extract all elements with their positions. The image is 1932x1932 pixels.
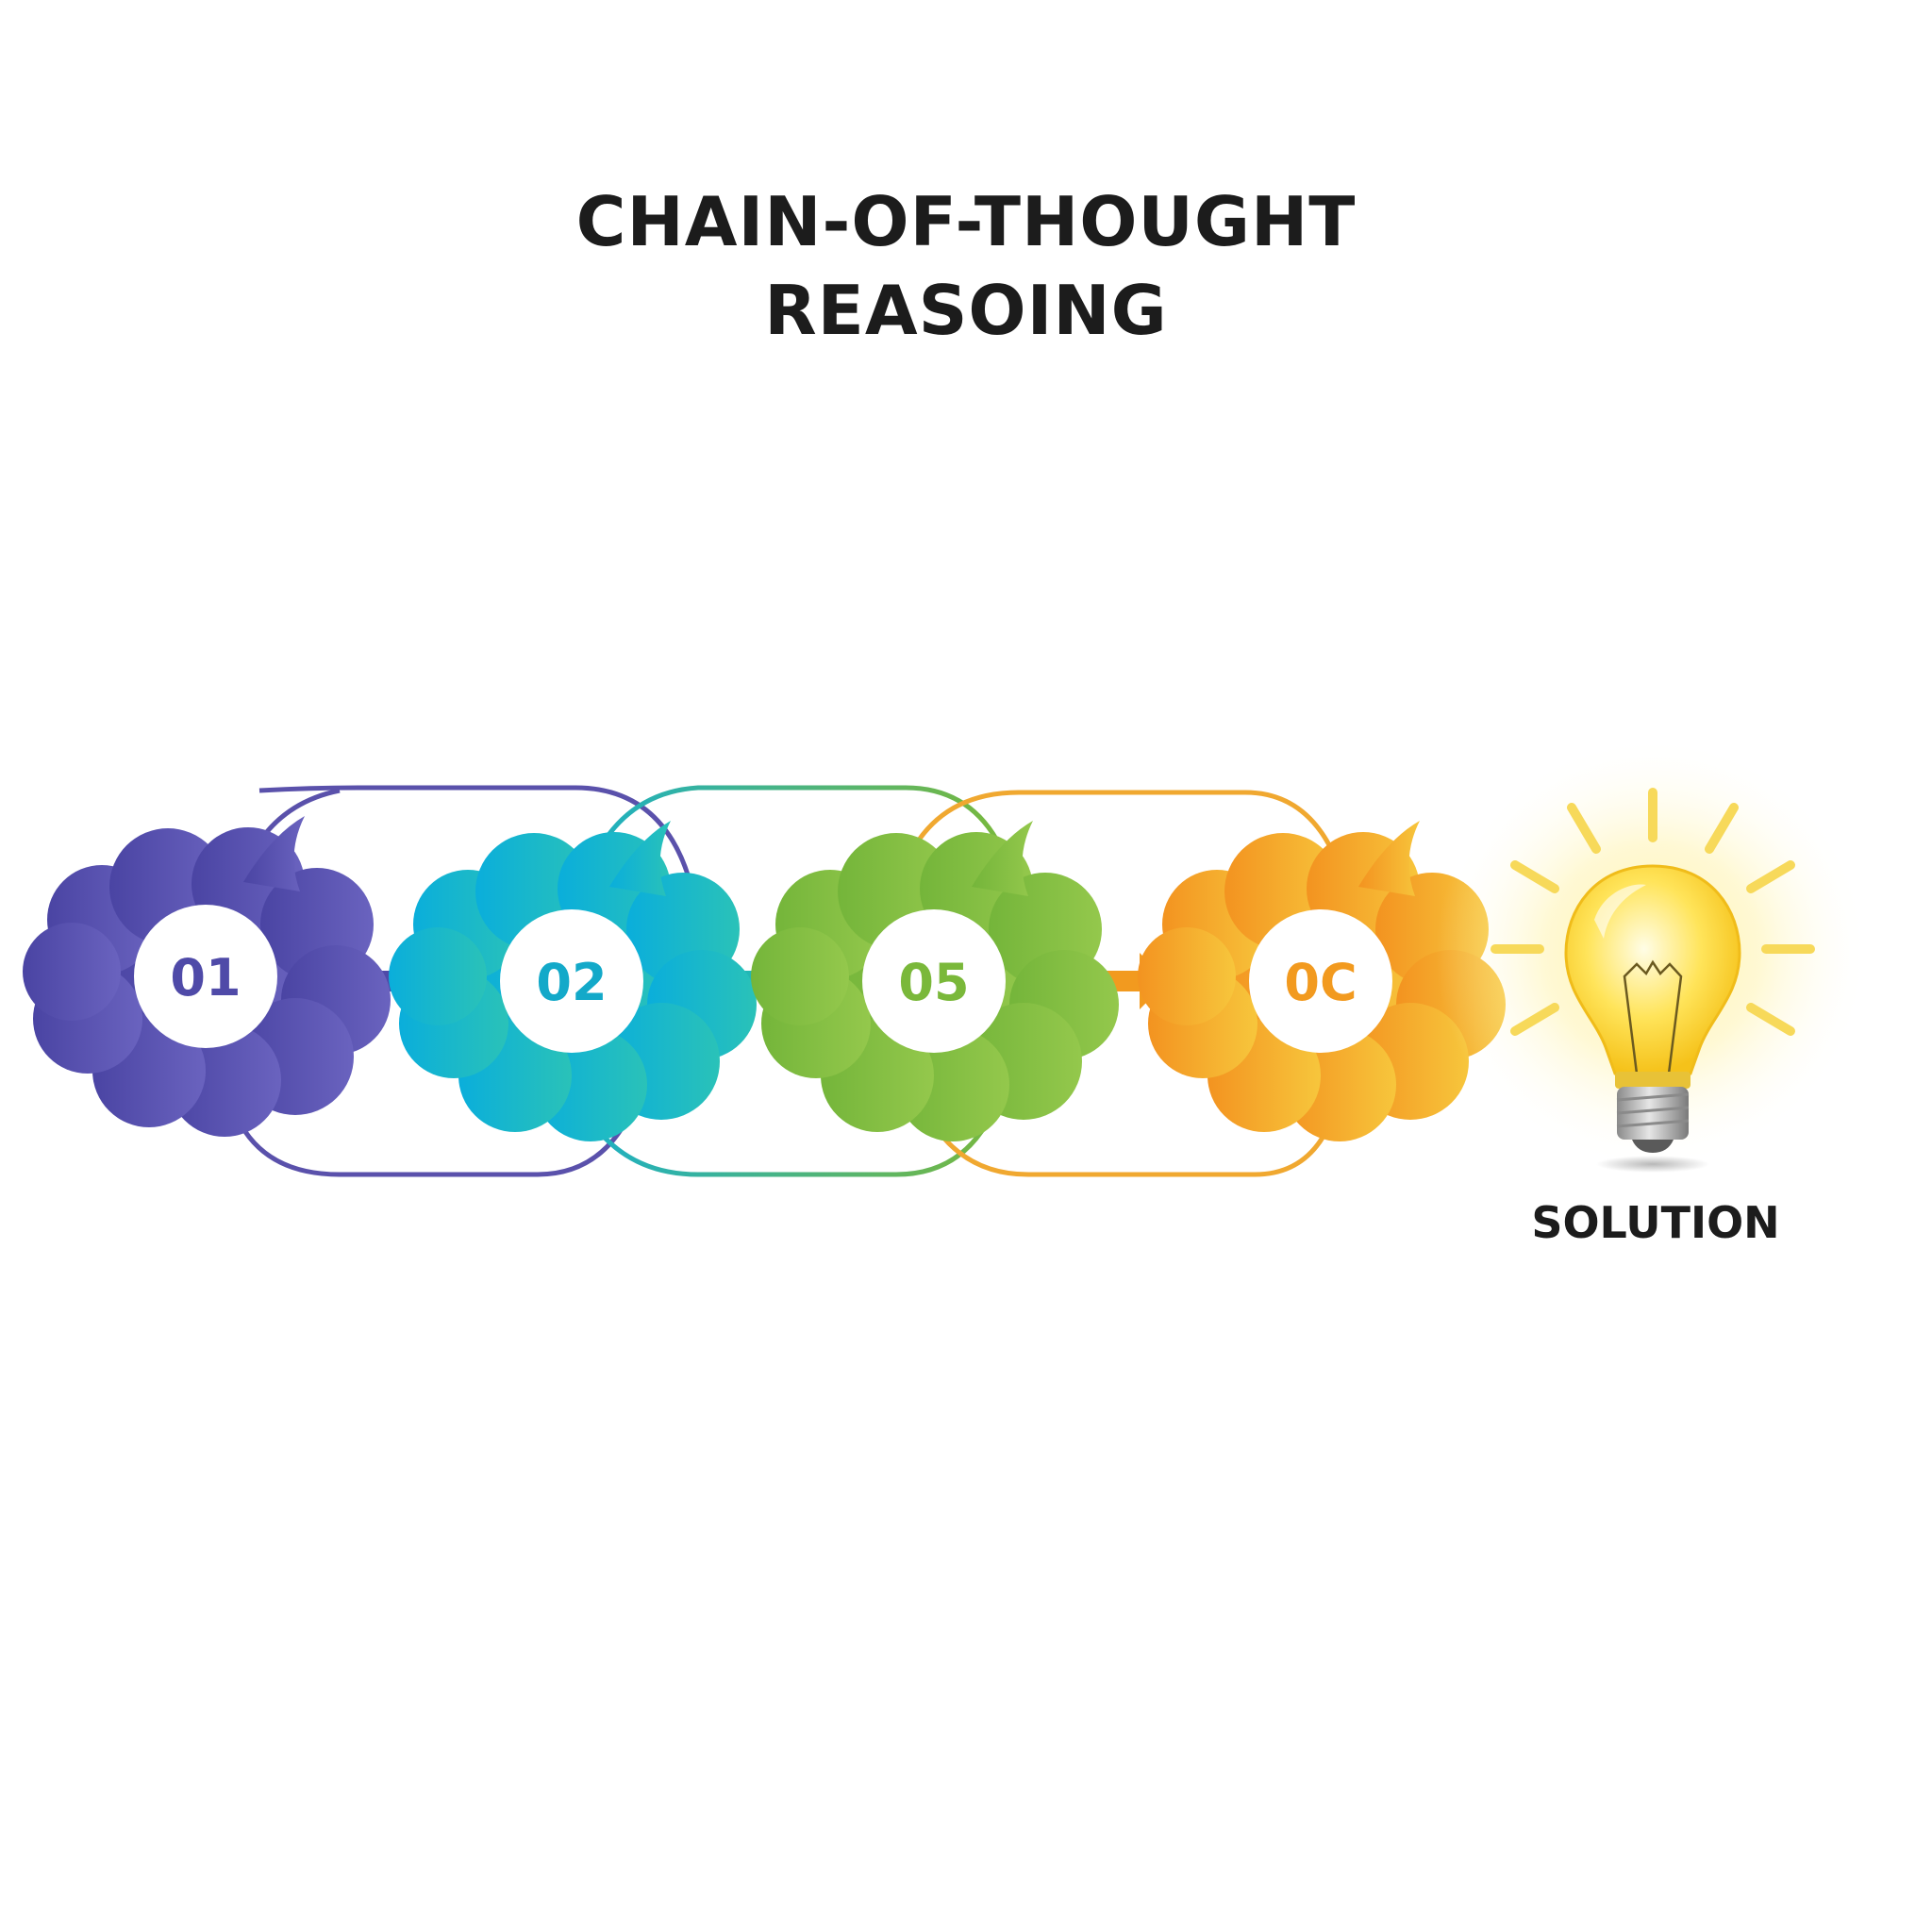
step-number-disc [862,909,1006,1053]
solution-group: SOLUTION [1436,736,1870,1248]
title-line-2: REASOING [764,271,1168,350]
step-number: 05 [898,953,969,1012]
step-2: 02 [389,821,757,1141]
lightbulb-icon [1564,864,1741,1173]
diagram-title: CHAIN-OF-THOUGHT REASOING [0,177,1932,355]
bulb-neck [1615,1072,1690,1089]
step-number: 0C [1284,953,1357,1012]
step-number-disc [500,909,643,1053]
title-line-1: CHAIN-OF-THOUGHT [575,182,1357,261]
step-number: 02 [536,953,607,1012]
steps-layer: 01 02 05 0C [23,816,1506,1141]
step-number: 01 [170,948,241,1008]
step-3: 05 [751,821,1119,1141]
bulb-filament [1623,959,1683,1074]
solution-label: SOLUTION [1531,1197,1779,1248]
step-number-disc [134,905,277,1048]
step-1: 01 [23,816,391,1137]
bulb-threads [1616,1092,1690,1128]
bulb-tip [1632,1140,1674,1153]
thought-cloud-icon [751,821,1119,1141]
bulb-highlight [1594,884,1646,939]
bulb-shadow [1596,1156,1709,1173]
light-rays [1491,788,1815,1036]
step-number-disc [1249,909,1392,1053]
thought-cloud-icon [23,816,391,1137]
